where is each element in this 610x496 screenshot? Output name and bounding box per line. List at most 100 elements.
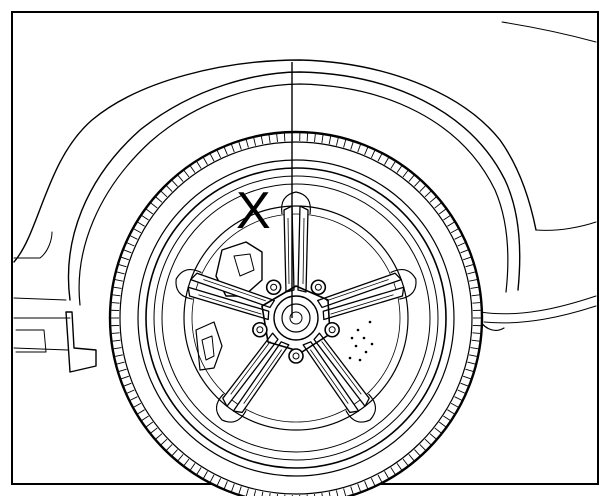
- tread-mark: [123, 249, 132, 254]
- tread-mark: [460, 249, 469, 254]
- tread-mark: [419, 185, 426, 192]
- tread-mark: [408, 454, 415, 461]
- tread-mark: [384, 471, 389, 479]
- tread-mark: [141, 415, 149, 421]
- spoke: [316, 268, 417, 321]
- spoke-groove: [287, 217, 290, 285]
- tread-mark: [171, 449, 178, 456]
- tread-mark: [321, 134, 324, 143]
- tread-mark: [470, 286, 479, 289]
- spoke-blade: [187, 286, 270, 321]
- brake-disc: [183, 205, 409, 431]
- tread-mark: [196, 467, 202, 475]
- hub-center: [281, 303, 311, 333]
- tread-mark: [467, 271, 476, 275]
- brake-disc-holes: [348, 320, 374, 362]
- tread-mark: [133, 402, 142, 408]
- disc-hole: [348, 356, 352, 360]
- tread-mark: [357, 483, 361, 492]
- lug-nut-center: [292, 352, 300, 360]
- tread-mark: [377, 474, 383, 483]
- wheel-hub: [252, 279, 340, 364]
- tread-mark: [450, 402, 459, 408]
- tread-mark: [111, 332, 120, 334]
- lug-nuts: [252, 279, 340, 364]
- tread-mark: [443, 215, 451, 221]
- hub-axis: [289, 311, 303, 325]
- tread-mark: [414, 449, 421, 456]
- tread-mark: [472, 302, 481, 304]
- tread-mark: [146, 421, 154, 428]
- tread-mark: [231, 144, 235, 153]
- lug-nut: [288, 348, 304, 364]
- tread-mark: [447, 409, 455, 415]
- tread-mark: [364, 480, 369, 489]
- tread-mark: [434, 202, 442, 209]
- tread-mark: [343, 139, 347, 148]
- rim-lip: [153, 175, 439, 461]
- tread-mark: [155, 433, 163, 440]
- spoke-tip: [281, 191, 311, 215]
- spoke: [175, 268, 276, 321]
- tread-mark: [183, 170, 190, 178]
- lug-nut-center: [270, 283, 278, 291]
- tread-mark: [126, 389, 135, 394]
- tread-mark: [283, 133, 286, 142]
- tread-mark: [245, 488, 249, 496]
- rim-outer: [145, 167, 447, 469]
- tread-mark: [253, 490, 257, 496]
- spoke-groove: [243, 349, 283, 404]
- disc-hole: [350, 336, 354, 340]
- tread-mark: [155, 196, 163, 203]
- tread-mark: [335, 490, 339, 496]
- tread-mark: [335, 137, 339, 146]
- spoke-groove: [230, 341, 271, 395]
- tread-mark: [196, 161, 202, 169]
- wheel-spokes: [175, 191, 417, 423]
- spoke: [302, 332, 377, 423]
- disc-hole: [362, 336, 366, 340]
- tread-mark: [245, 139, 249, 148]
- tread-mark: [126, 242, 135, 247]
- spoke-blade: [316, 272, 402, 309]
- mud-flap: [15, 311, 97, 373]
- spoke-tip: [175, 268, 202, 300]
- tread-mark: [457, 389, 466, 394]
- tread-mark: [447, 221, 455, 227]
- tread-mark: [268, 134, 271, 143]
- lug-nut-center: [314, 283, 322, 291]
- spoke-groove: [309, 349, 349, 404]
- tread-mark: [328, 136, 332, 145]
- tire-sidewall-inner: [137, 159, 455, 477]
- tread-mark: [434, 427, 442, 434]
- tread-mark: [276, 133, 278, 143]
- tread-mark: [450, 228, 459, 234]
- tread-mark: [370, 477, 376, 486]
- tread-mark: [469, 279, 478, 282]
- tread-mark: [238, 141, 242, 150]
- tire-tread: [111, 133, 481, 496]
- tread-mark: [146, 208, 154, 215]
- brake-caliper: [195, 241, 263, 371]
- tread-mark: [321, 493, 323, 496]
- tread-mark: [438, 208, 446, 215]
- tread-mark: [113, 286, 122, 289]
- tread-mark: [209, 474, 215, 483]
- tread-mark: [160, 438, 168, 445]
- tread-mark: [190, 463, 196, 471]
- tread-mark: [471, 294, 480, 297]
- tread-mark: [364, 147, 369, 156]
- lug-nut: [310, 279, 327, 296]
- spoke-groove: [321, 341, 362, 395]
- tread-mark: [137, 221, 145, 227]
- tread-mark: [269, 493, 271, 496]
- spoke-blade: [322, 286, 405, 321]
- spoke-blade: [222, 332, 279, 407]
- tread-mark: [118, 264, 127, 268]
- tread-mark: [203, 471, 208, 479]
- disc-hole: [354, 344, 358, 348]
- tread-mark: [467, 361, 476, 365]
- tread-mark: [419, 444, 426, 451]
